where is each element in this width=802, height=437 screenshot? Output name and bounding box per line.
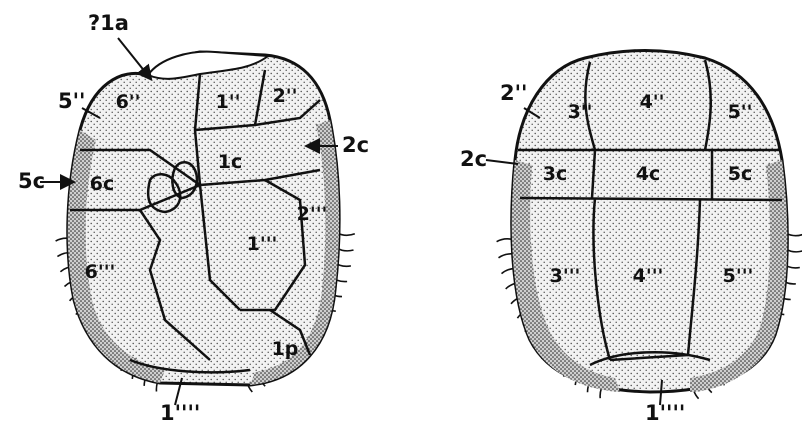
plate-label: 1c [218, 151, 242, 173]
external-label: 1'''' [160, 401, 200, 425]
plate-label: 5''' [723, 265, 754, 287]
plate-label: 1p [272, 338, 299, 360]
external-label: 5'' [58, 89, 85, 113]
plate-label: 4'' [640, 91, 665, 113]
plate-label: 5c [728, 163, 752, 185]
plate-label: 5'' [728, 101, 753, 123]
external-label: 2'' [500, 81, 527, 105]
external-label: ?1a [88, 11, 129, 35]
plate-label: 2''' [297, 203, 328, 225]
plate-label: 1''' [247, 233, 278, 255]
external-label: 2c [342, 133, 369, 157]
plate-label: 4c [636, 163, 660, 185]
dorsal-view: 3'' 4'' 5'' 3c 4c 5c 3''' 4''' 5''' 2'' 2c 1'''' [460, 51, 802, 426]
external-label: 2c [460, 147, 487, 171]
plate-label: 3'' [568, 101, 593, 123]
leader-2c-right [486, 160, 518, 164]
plate-label: 3''' [550, 265, 581, 287]
plate-label: 1'' [216, 91, 241, 113]
plate-label: 4''' [633, 265, 664, 287]
external-label: 1'''' [645, 401, 685, 425]
plate-label: 2'' [273, 85, 298, 107]
plate-label: 3c [543, 163, 567, 185]
plate-label: 6'' [116, 91, 141, 113]
plate-label: 6''' [85, 261, 116, 283]
plate-label: 6c [90, 173, 114, 195]
